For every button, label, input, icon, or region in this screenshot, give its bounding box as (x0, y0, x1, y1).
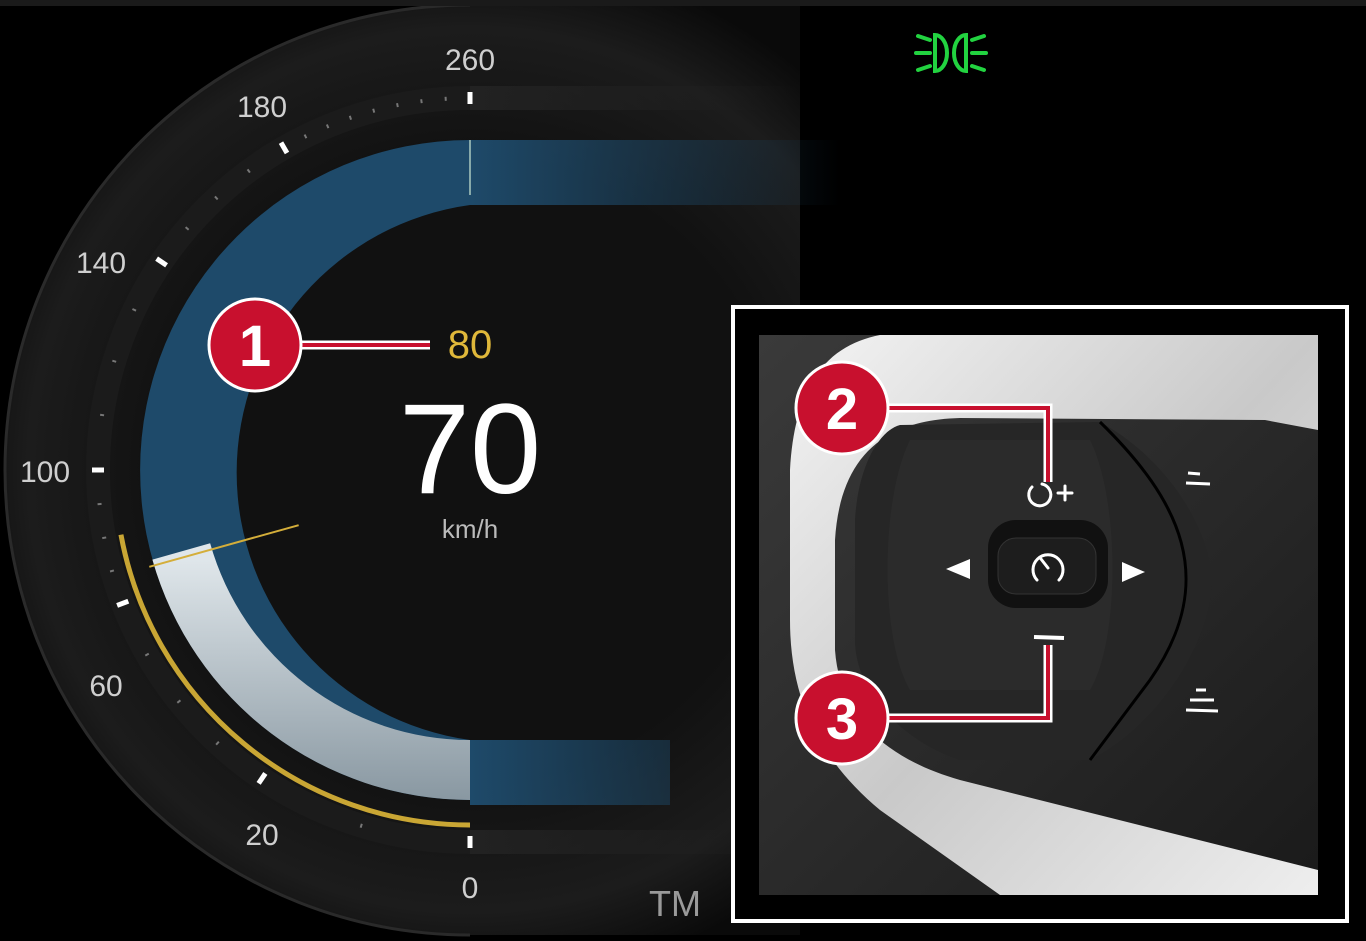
scale-tick (325, 124, 330, 129)
scale-label-0: 0 (462, 872, 479, 905)
left-arrow-icon[interactable] (946, 559, 970, 579)
trademark: TM (649, 883, 701, 924)
scale-tick (278, 141, 290, 155)
menu-button-upper-icon[interactable] (1185, 471, 1211, 486)
scale-tick (102, 536, 107, 540)
scale-label-180: 180 (237, 91, 287, 124)
scale-tick (155, 256, 168, 268)
scale-label-100: 100 (20, 456, 70, 489)
scale-tick (214, 195, 219, 201)
resume-plus-icon[interactable] (1027, 482, 1074, 508)
scale-label-260: 260 (445, 44, 495, 77)
scale-tick (396, 102, 399, 108)
scale-tick (184, 226, 190, 231)
scale-tick (215, 741, 220, 746)
scale-label-60: 60 (89, 670, 122, 703)
callout-number: 1 (239, 314, 271, 379)
scale-tick (144, 652, 150, 657)
scale-tick (420, 99, 423, 104)
callout-number: 2 (826, 377, 858, 442)
scale-tick (132, 308, 137, 312)
scale-tick (303, 134, 308, 139)
menu-button-lower-icon[interactable] (1185, 688, 1219, 713)
scale-tick (176, 699, 182, 704)
callout-lines (290, 343, 1050, 720)
scale-tick (372, 108, 376, 113)
scale-tick (109, 569, 115, 573)
scale-label-140: 140 (76, 247, 126, 280)
scale-tick (112, 359, 117, 363)
callout-2: 2 (794, 360, 890, 456)
headlights-icon (914, 32, 988, 74)
scale-tick (116, 598, 130, 608)
scale-tick (246, 168, 251, 174)
scale-tick (256, 772, 268, 785)
speedometer-icon (1031, 553, 1065, 582)
minus-icon[interactable] (1033, 635, 1065, 640)
set-speed-value: 80 (448, 323, 493, 367)
scale-tick (348, 115, 353, 120)
set-speed-marker (149, 524, 299, 568)
callout-number: 3 (826, 687, 858, 752)
current-speed-fill (152, 543, 470, 800)
scale-tick (359, 823, 363, 828)
callout-3: 3 (794, 670, 890, 766)
callout-1: 1 (207, 297, 303, 393)
current-speed-value: 70 (399, 378, 541, 521)
right-arrow-icon[interactable] (1122, 562, 1145, 582)
scale-label-20: 20 (245, 819, 278, 852)
scale-tick (99, 413, 105, 417)
set-speed-arc (118, 534, 471, 828)
scale-ticks (92, 92, 473, 848)
speed-unit: km/h (442, 514, 498, 544)
